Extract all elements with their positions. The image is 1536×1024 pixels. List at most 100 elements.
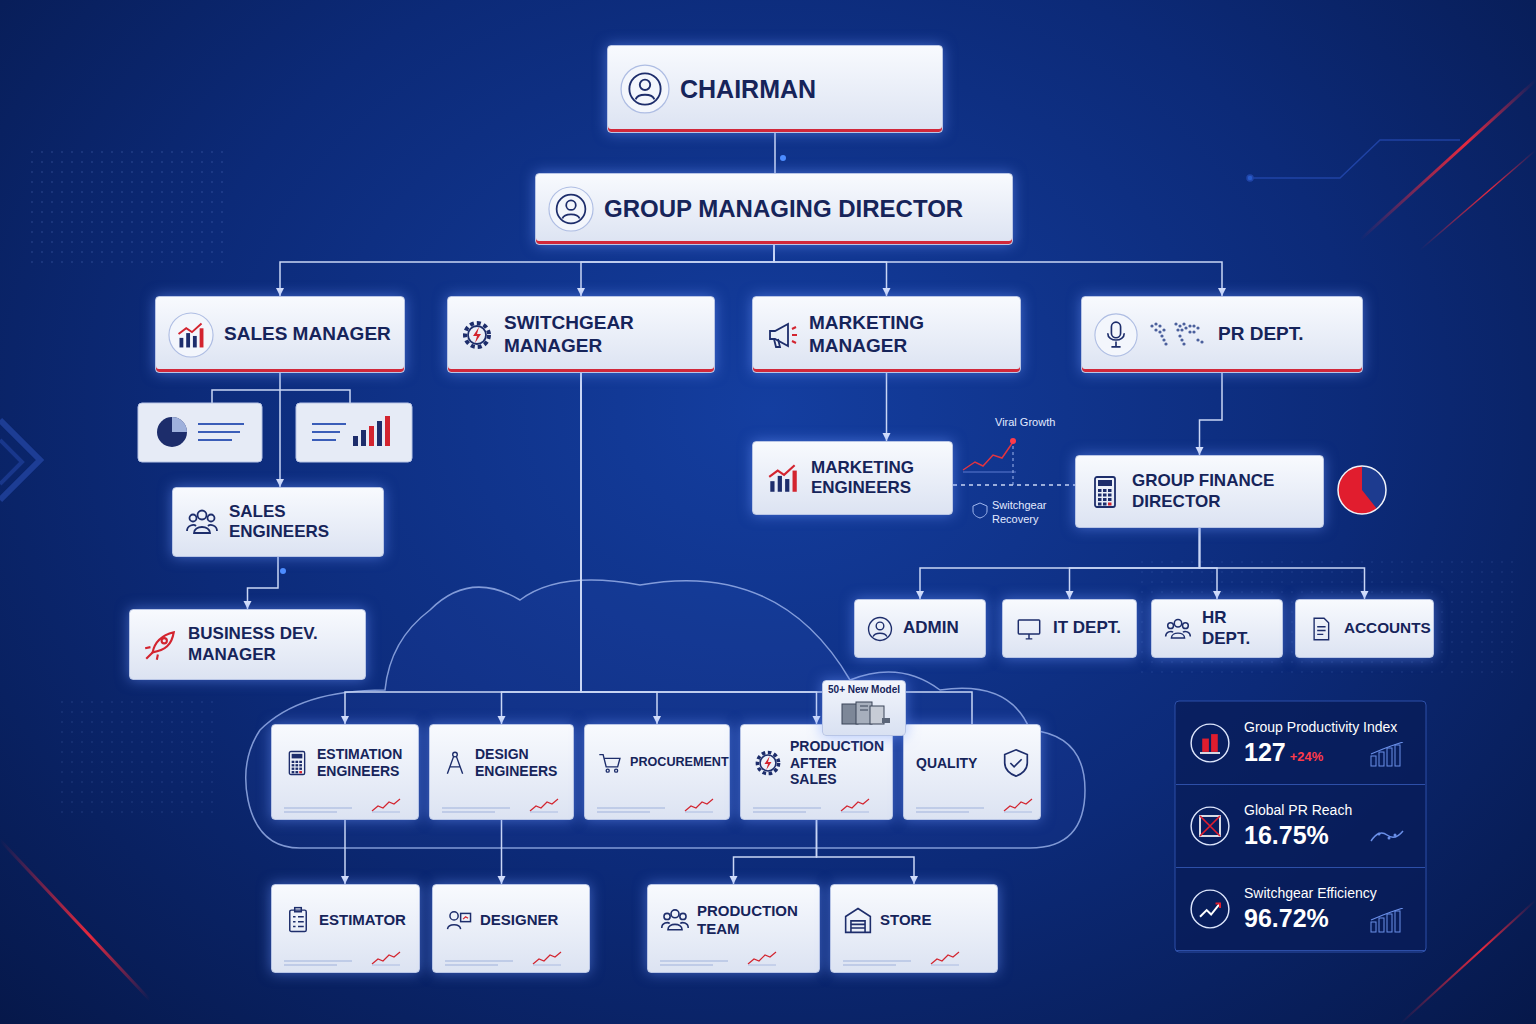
- decor-path: [1004, 799, 1032, 811]
- corner-streaks: [0, 80, 1536, 1024]
- decor-path: [172, 417, 187, 432]
- decor-rect: [1103, 498, 1107, 501]
- decor-rect: [200, 328, 204, 347]
- metric-title: Switchgear Efficiency: [1244, 885, 1377, 902]
- decor-rect: [1103, 502, 1107, 505]
- decor-path: [769, 465, 794, 477]
- decor-rect: [1387, 748, 1392, 766]
- decor-path: [533, 952, 561, 964]
- decor-circle: [557, 195, 586, 224]
- decor-rect: [193, 335, 197, 347]
- decor-circle: [549, 187, 593, 231]
- decor-path: [372, 812, 400, 813]
- connector: [502, 373, 582, 724]
- decor-circle: [1178, 324, 1181, 327]
- connector: [886, 373, 888, 441]
- decor-circle: [1158, 330, 1161, 333]
- text-group: ADMIN: [903, 618, 959, 638]
- mini-sparkline: [658, 950, 778, 966]
- decor-path: [1108, 333, 1125, 347]
- connector: [774, 245, 1222, 296]
- decor-circle: [680, 913, 686, 919]
- viral-growth-chart: [963, 438, 1016, 486]
- text-group: CHAIRMAN: [680, 74, 816, 104]
- decor-circle: [664, 913, 670, 919]
- connector: [581, 373, 972, 724]
- decor-circle: [1154, 322, 1157, 325]
- decor-path: [873, 633, 887, 636]
- decor-path: [1013, 446, 1014, 486]
- decor-path: [685, 812, 713, 813]
- shield-icon: [1000, 747, 1032, 779]
- mega-icon: [765, 318, 799, 352]
- decor-path: [442, 808, 510, 812]
- decor-rect: [296, 403, 412, 462]
- decor-path: [1166, 631, 1191, 638]
- decor-path: [843, 961, 911, 965]
- connector: [920, 528, 1200, 599]
- decor-rect: [1108, 489, 1112, 492]
- text-group: HR DEPT.: [1202, 608, 1270, 649]
- decor-circle: [1394, 834, 1397, 837]
- decor-circle: [1162, 338, 1165, 341]
- decor-circle: [1182, 322, 1185, 325]
- decor-circle: [1378, 833, 1381, 836]
- decor-path: [1314, 618, 1329, 639]
- decor-rect: [1098, 480, 1112, 486]
- box-label: PRODUCTION AFTER SALES: [790, 738, 884, 788]
- decor-circle: [757, 752, 778, 773]
- decor-circle: [1182, 342, 1185, 345]
- decor-circle: [1183, 622, 1189, 628]
- org-box: MARKETING MANAGER: [752, 296, 1021, 373]
- rocket-icon: [142, 627, 178, 663]
- decor-g: [1150, 322, 1203, 345]
- decor-path: [293, 916, 304, 926]
- text-group: SALES MANAGER: [224, 323, 391, 346]
- org-box: PRODUCTION AFTER SALES: [740, 724, 893, 820]
- text-group: SALES ENGINEERS: [229, 502, 371, 543]
- user-icon: [620, 64, 670, 114]
- decor-rect: [1108, 502, 1112, 505]
- metric-title: Group Productivity Index: [1244, 719, 1397, 736]
- decor-rect: [870, 706, 884, 724]
- mic-icon: [1094, 313, 1138, 357]
- metric-values: 16.75%: [1244, 820, 1352, 850]
- connector: [581, 245, 774, 296]
- decor-circle: [1191, 724, 1229, 762]
- decor-path: [748, 952, 776, 964]
- decor-circle: [1164, 342, 1167, 345]
- decor-rect: [1098, 493, 1102, 496]
- org-box: IT DEPT.: [1002, 599, 1137, 658]
- mini-sparkline: [440, 797, 560, 813]
- decor-path: [931, 965, 959, 966]
- metric-value: 16.75%: [1244, 820, 1329, 850]
- decor-rect: [295, 764, 298, 766]
- decor-path: [284, 961, 352, 965]
- box-label: GROUP FINANCE DIRECTOR: [1132, 471, 1311, 512]
- decor-circle: [1162, 328, 1165, 331]
- box-label: IT DEPT.: [1053, 618, 1121, 638]
- connector: [1200, 528, 1365, 599]
- metric-value: 96.72%: [1244, 903, 1329, 933]
- text-group: ESTIMATION ENGINEERS: [317, 746, 410, 780]
- decor-circle: [1184, 326, 1187, 329]
- recovery-shield: [973, 503, 987, 518]
- text-group: QUALITY: [916, 755, 977, 772]
- decor-circle: [1168, 622, 1174, 628]
- clip-icon: [284, 906, 312, 934]
- decor-circle: [1180, 328, 1183, 331]
- decor-path: [792, 327, 797, 343]
- decor-rect: [361, 430, 366, 446]
- cart-icon: [597, 750, 623, 776]
- doc-icon: [1308, 616, 1334, 642]
- badge-box: 50+ New Model: [822, 680, 906, 736]
- decor-circle: [468, 326, 486, 344]
- text-group: SWITCHGEAR MANAGER: [504, 312, 702, 358]
- text-group: DESIGN ENGINEERS: [475, 746, 565, 780]
- decor-circle: [1095, 313, 1137, 355]
- metric-value: 127: [1244, 737, 1286, 767]
- decor-circle: [1160, 334, 1163, 337]
- decor-rect: [770, 481, 774, 492]
- org-box: GROUP FINANCE DIRECTOR: [1075, 455, 1324, 528]
